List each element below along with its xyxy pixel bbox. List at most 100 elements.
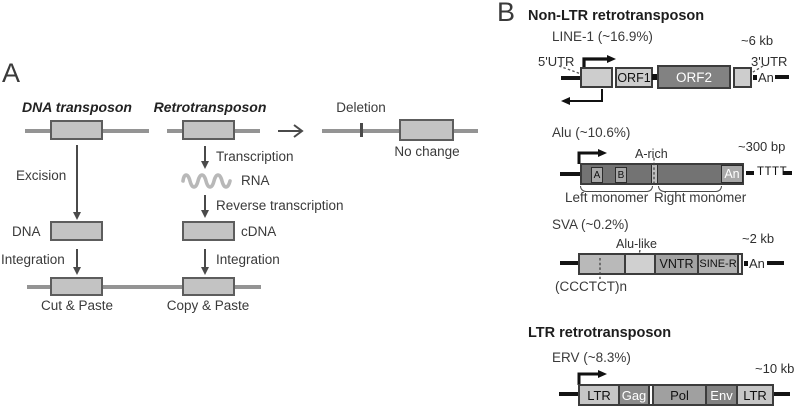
dna-transposon-box: [50, 120, 103, 140]
integration-mid-label: Integration: [216, 252, 280, 267]
sva-ccctct-segment: [580, 255, 624, 273]
alu-an-text: An: [724, 167, 740, 181]
target-chromosome-line: [27, 285, 261, 289]
alu-b-box: B: [615, 167, 627, 183]
erv-gag-segment: Gag: [618, 386, 648, 404]
sva-name: SVA (~0.2%): [552, 217, 629, 232]
reverse-transcription-label: Reverse transcription: [216, 198, 344, 213]
line1-5utr-leader-line: [558, 65, 596, 80]
erv-ltr-left-text: LTR: [587, 387, 611, 403]
alu-dash-right: [783, 171, 792, 175]
sva-sine-r-text: SINE-R: [699, 258, 737, 270]
panel-a-label: A: [2, 58, 21, 88]
erv-gap-segment: [648, 386, 652, 404]
line1-flank-left: [561, 76, 581, 80]
erv-ltr-left-segment: LTR: [580, 386, 618, 404]
erv-ltr-right-segment: LTR: [736, 386, 772, 404]
alu-promoter-arrow-icon: [577, 149, 607, 164]
excision-arrow-icon: [73, 145, 81, 220]
non-ltr-heading: Non-LTR retrotransposon: [528, 8, 705, 24]
no-change-box: [399, 119, 454, 141]
line1-name: LINE-1 (~16.9%): [552, 29, 653, 44]
erv-pol-segment: Pol: [652, 386, 705, 404]
erv-env-text: Env: [710, 387, 733, 403]
sva-vntr-text: VNTR: [659, 257, 694, 271]
sva-body-box: VNTR SINE-R: [578, 253, 743, 275]
sva-alu-like-label: Alu-like: [616, 237, 657, 251]
line1-orf2-text: ORF2: [675, 69, 712, 85]
line1-orf1-text: ORF1: [617, 70, 651, 85]
integration-left-label: Integration: [1, 252, 65, 267]
sva-alu-like-segment: [624, 255, 654, 273]
panel-b-label: B: [497, 0, 516, 27]
alu-flank-left: [560, 172, 580, 176]
erv-promoter-arrow-icon: [577, 370, 607, 385]
erv-size: ~10 kb: [755, 361, 795, 376]
erv-name: ERV (~8.3%): [552, 350, 631, 365]
erv-flank-right: [774, 392, 790, 396]
alu-an-box: An: [721, 165, 743, 183]
line1-5utr-label: 5'UTR: [538, 54, 575, 69]
deletion-label: Deletion: [336, 100, 386, 115]
alu-name: Alu (~10.6%): [552, 125, 631, 140]
retrotransposon-box: [182, 120, 235, 140]
erv-ltr-right-text: LTR: [743, 387, 767, 403]
erv-env-segment: Env: [705, 386, 736, 404]
sva-sine-r-segment: SINE-R: [697, 255, 737, 273]
erv-body-box: LTR Gag Pol Env LTR: [578, 384, 774, 406]
alu-b-text: B: [617, 169, 625, 181]
alu-right-monomer-label: Right monomer: [654, 190, 747, 205]
line1-3utr-label: 3'UTR: [751, 54, 788, 69]
integration-mid-arrow-icon: [201, 249, 209, 275]
line1-an-label: An: [758, 70, 774, 85]
line1-an-connector: [753, 75, 757, 80]
alu-a-box: A: [591, 167, 603, 183]
erv-pol-text: Pol: [670, 387, 689, 403]
line1-orf-connector: [652, 74, 659, 80]
ltr-heading: LTR retrotransposon: [528, 325, 672, 341]
dna-label: DNA: [12, 224, 41, 239]
cut-paste-label: Cut & Paste: [40, 298, 114, 313]
erv-flank-left: [559, 392, 579, 396]
sva-end-segment: [737, 255, 741, 273]
alu-left-monomer-label: Left monomer: [565, 190, 649, 205]
line1-size: ~6 kb: [741, 33, 774, 48]
line1-5utr-box: [580, 67, 613, 88]
erv-gag-text: Gag: [621, 387, 647, 403]
deletion-tick: [360, 123, 363, 137]
line1-3utr-box: [733, 67, 752, 88]
retrotransposon-title: Retrotransposon: [153, 99, 267, 115]
reverse-transcription-arrow-icon: [201, 195, 209, 218]
copy-paste-label: Copy & Paste: [166, 298, 250, 313]
sva-flank-right: [767, 261, 784, 265]
line1-promoter-arrow-icon: [582, 55, 616, 70]
sva-repeat-label: (CCCTCT)n: [555, 279, 627, 294]
rna-label: RNA: [241, 173, 270, 188]
copy-paste-box: [182, 277, 235, 296]
dna-transposon-title: DNA transposon: [22, 99, 132, 115]
right-arrow-icon: [278, 124, 304, 138]
transcription-label: Transcription: [216, 149, 294, 164]
excision-label: Excision: [16, 168, 67, 183]
cdna-box: [182, 221, 235, 241]
no-change-label: No change: [394, 144, 460, 159]
cut-paste-box: [50, 277, 103, 296]
line1-orf2-box: ORF2: [657, 65, 731, 89]
sva-size: ~2 kb: [742, 231, 775, 246]
line1-flank-right: [775, 75, 789, 79]
cdna-label: cDNA: [241, 224, 277, 239]
alu-tail-label: TTTT: [757, 166, 788, 178]
integration-left-arrow-icon: [73, 249, 81, 275]
alu-a-text: A: [593, 169, 601, 181]
alu-dash-left: [746, 171, 754, 175]
sva-flank-left: [560, 261, 579, 265]
alu-size: ~300 bp: [738, 139, 786, 154]
excised-dna-box: [50, 221, 103, 241]
sva-an-connector: [744, 261, 748, 266]
alu-a-rich-label: A-rich: [635, 147, 668, 161]
line1-antisense-arrow-icon: [561, 89, 603, 105]
sva-vntr-segment: VNTR: [654, 255, 697, 273]
transcription-arrow-icon: [201, 146, 209, 169]
line1-orf1-box: ORF1: [615, 67, 653, 88]
